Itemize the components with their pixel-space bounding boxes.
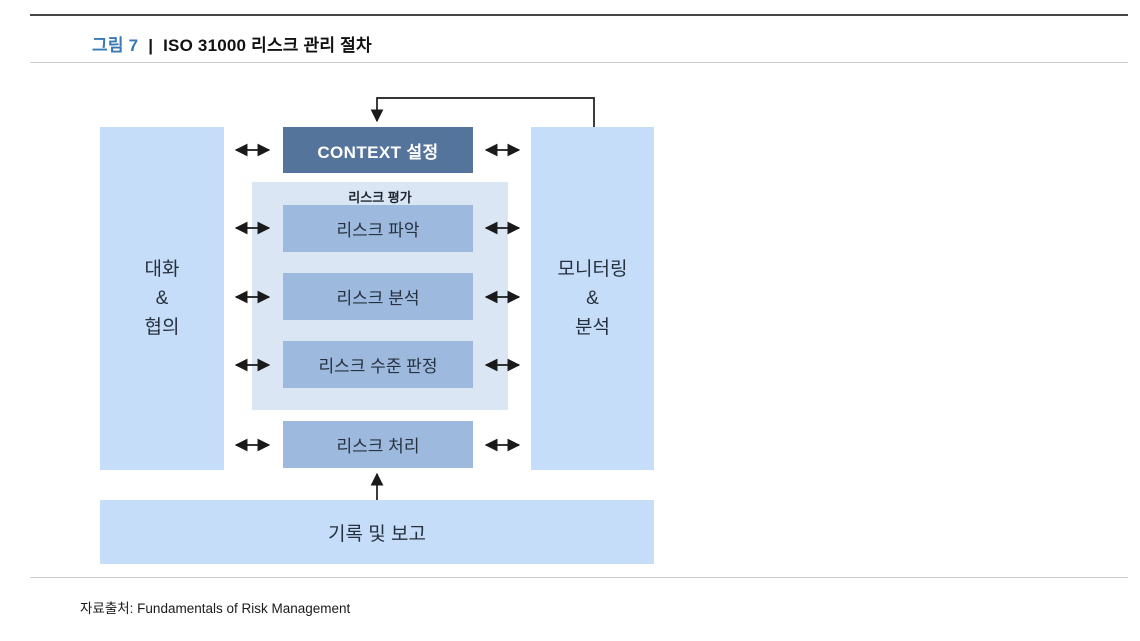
communication-line-2: & bbox=[155, 288, 169, 309]
risk-evaluation-box: 리스크 수준 판정 bbox=[283, 341, 473, 388]
communication-line-1: 대화 bbox=[144, 259, 180, 280]
communication-consultation-box: 대화 & 협의 bbox=[100, 127, 224, 470]
top-rule bbox=[30, 14, 1128, 16]
monitoring-line-1: 모니터링 bbox=[557, 259, 628, 280]
risk-identification-box: 리스크 파악 bbox=[283, 205, 473, 252]
figure-number: 그림 7 bbox=[92, 36, 139, 55]
figure-name: ISO 31000 리스크 관리 절차 bbox=[163, 36, 372, 55]
bottom-rule bbox=[30, 577, 1128, 578]
source-citation: 자료출처: Fundamentals of Risk Management bbox=[80, 601, 351, 616]
communication-line-3: 협의 bbox=[144, 317, 180, 338]
risk-treatment-box: 리스크 처리 bbox=[283, 421, 473, 468]
monitoring-line-2: & bbox=[586, 288, 599, 309]
recording-reporting-box: 기록 및 보고 bbox=[100, 500, 654, 564]
risk-assessment-label: 리스크 평가 bbox=[348, 190, 412, 205]
context-box: CONTEXT 설정 bbox=[283, 127, 473, 173]
monitoring-line-3: 분석 bbox=[575, 317, 610, 338]
risk-analysis-box: 리스크 분석 bbox=[283, 273, 473, 320]
title-separator: | bbox=[148, 36, 154, 55]
feedback-arrow bbox=[370, 97, 595, 127]
figure-title: 그림 7 | ISO 31000 리스크 관리 절차 bbox=[92, 31, 372, 56]
monitoring-review-box: 모니터링 & 분석 bbox=[531, 127, 654, 470]
title-rule bbox=[30, 62, 1128, 63]
